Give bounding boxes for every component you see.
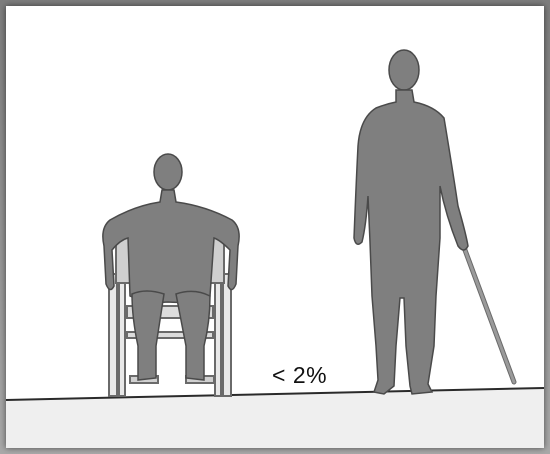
head-shape	[389, 50, 419, 90]
body-shape	[354, 90, 468, 394]
wheelchair-user-icon	[103, 154, 239, 396]
slope-label: < 2%	[272, 362, 327, 389]
ground-surface	[6, 388, 544, 448]
diagram-panel: < 2%	[6, 6, 544, 448]
head-shape	[154, 154, 182, 190]
white-cane-user-icon	[354, 50, 514, 394]
